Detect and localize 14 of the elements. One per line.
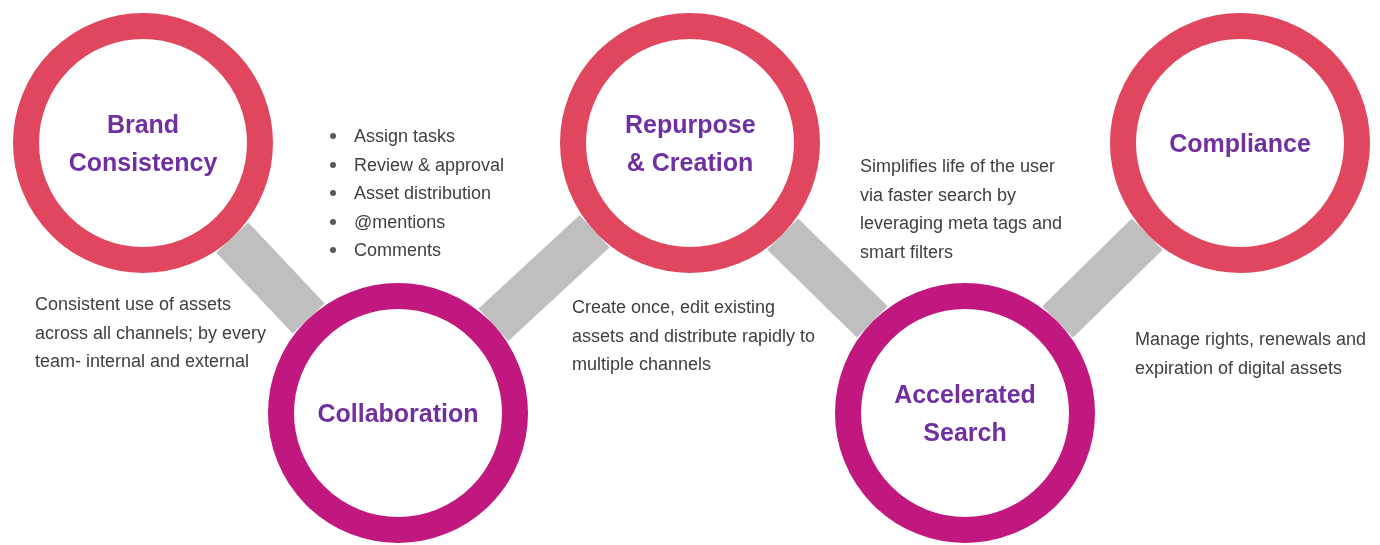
bullet-text: Asset distribution xyxy=(354,182,492,205)
ring-title: Accelerated Search xyxy=(893,379,1037,448)
ring-title: Compliance xyxy=(1168,128,1312,159)
description-text: Create once, edit existing assets and distribute rapidly to multiple channels xyxy=(572,296,817,376)
ring-title: Collaboration xyxy=(316,398,480,429)
bullet-text: @mentions xyxy=(354,210,446,234)
bullet-text: Review & approval xyxy=(354,153,505,177)
description-text: Simplifies life of the user via faster search by leveraging meta tags and smart filters xyxy=(860,155,1064,264)
description-text: Manage rights, renewals and expiration of digital assets xyxy=(1135,328,1368,380)
description-text: Consistent use of assets across all channels; by every team- internal and external xyxy=(35,293,268,373)
ring-title: Repurpose & Creation xyxy=(625,109,755,178)
ring-title: Brand Consistency xyxy=(68,109,218,178)
bullet-text: Assign tasks xyxy=(354,125,456,148)
bullet-text: Comments xyxy=(354,239,442,262)
